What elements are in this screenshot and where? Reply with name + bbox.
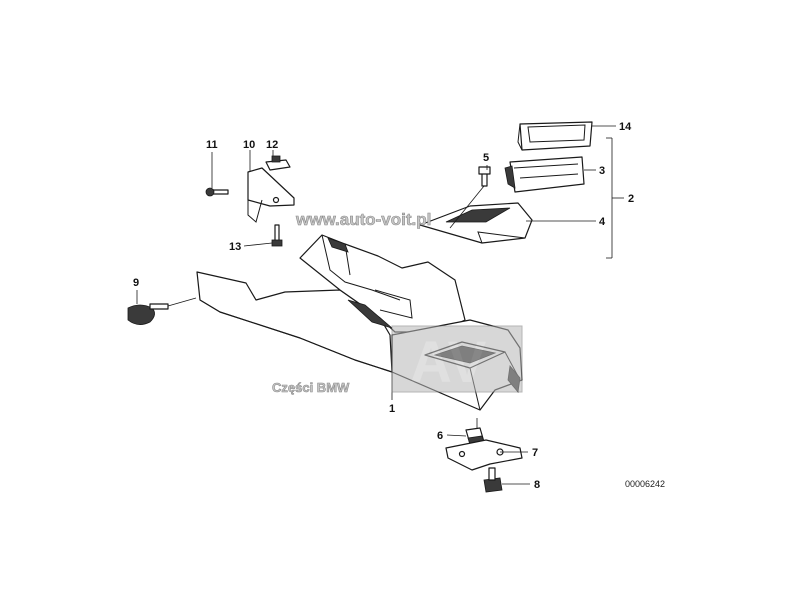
callout-2: 2 [628,193,634,205]
callout-6: 6 [437,430,443,442]
bracket-7 [445,439,523,471]
callout-11: 11 [206,139,218,151]
callout-8: 8 [534,479,540,491]
callout-5: 5 [483,152,489,164]
ashtray-housing-3 [504,156,585,193]
ashtray-frame-4 [419,202,533,244]
watermark-url: www.auto-voit.pl [295,210,431,229]
callout-1: 1 [389,403,395,415]
callout-14: 14 [619,121,632,133]
watermark: www.auto-voit.pl AV Części BMW [272,210,523,395]
screw-11 [205,187,229,197]
screw-8 [483,467,503,493]
clip-nut-12 [265,155,291,171]
watermark-logo: AV [391,325,523,395]
screw-5 [478,166,491,187]
callout-9: 9 [133,277,139,289]
drawing-code: 00006242 [625,479,665,489]
watermark-caption: Części BMW [272,380,350,395]
ashtray-insert-14 [517,121,593,151]
bracket-10 [247,167,295,223]
screw-13 [271,224,283,247]
screw-9 [127,303,169,325]
callout-13: 13 [229,241,241,253]
callout-10: 10 [243,139,255,151]
leader-lines [136,125,624,485]
callout-4: 4 [599,216,606,228]
callout-12: 12 [266,139,278,151]
callout-7: 7 [532,447,538,459]
callout-labels: 1 2 3 4 5 6 7 8 9 10 11 12 13 14 [133,121,634,491]
watermark-logo-letters: AV [410,330,487,395]
callout-3: 3 [599,165,605,177]
